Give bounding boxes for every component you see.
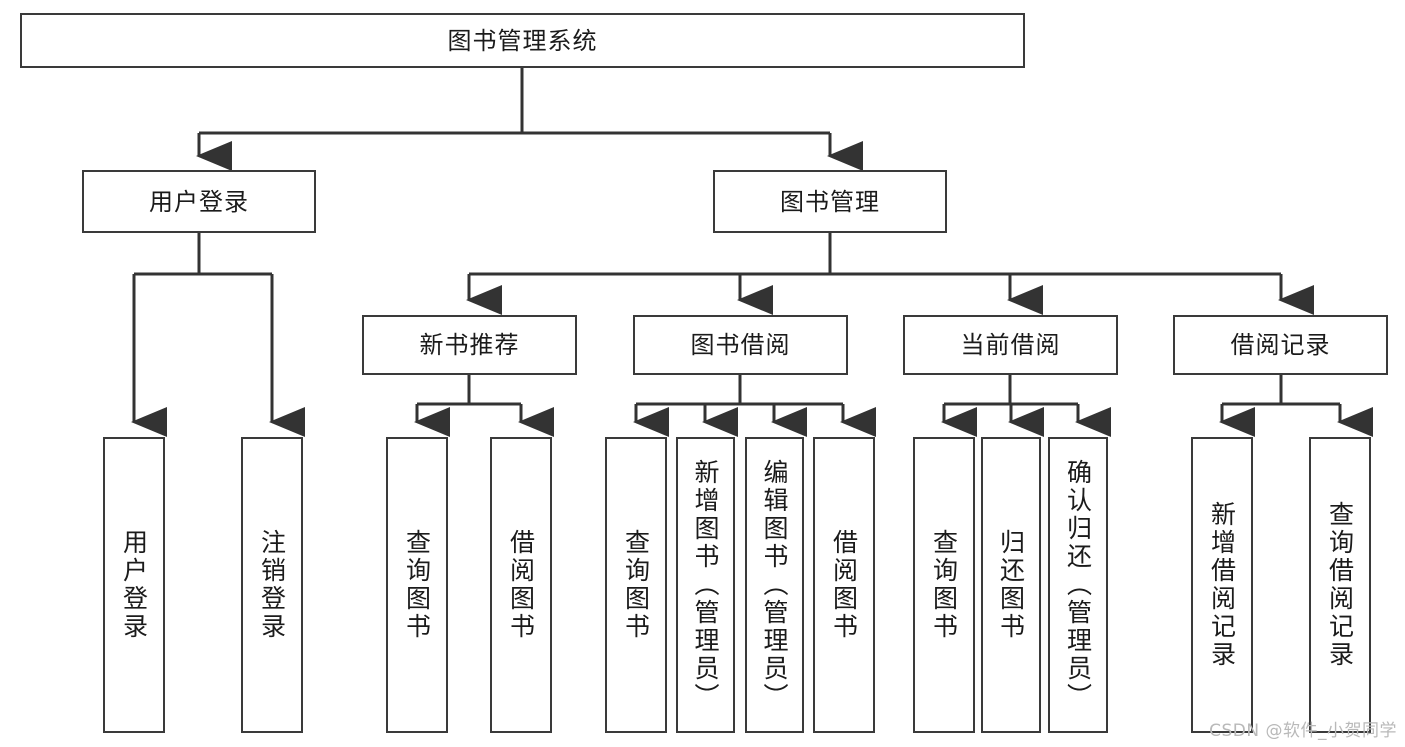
node-leaf-query-book-3[interactable]: 查询图书 <box>913 437 975 733</box>
node-book-management[interactable]: 图书管理 <box>713 170 947 233</box>
node-leaf-query-book-1-label: 查询图书 <box>402 529 432 641</box>
node-current-borrow[interactable]: 当前借阅 <box>903 315 1118 375</box>
node-borrow-record[interactable]: 借阅记录 <box>1173 315 1388 375</box>
node-new-book-recommend[interactable]: 新书推荐 <box>362 315 577 375</box>
node-leaf-borrow-book-1-label: 借阅图书 <box>506 529 536 641</box>
node-leaf-add-book-admin[interactable]: 新增图书（管理员） <box>676 437 735 733</box>
node-current-borrow-label: 当前借阅 <box>960 331 1061 359</box>
node-leaf-add-book-admin-label: 新增图书（管理员） <box>691 459 720 711</box>
node-leaf-return-book-label: 归还图书 <box>996 529 1026 641</box>
node-leaf-query-book-1[interactable]: 查询图书 <box>386 437 448 733</box>
node-leaf-edit-book-admin-label: 编辑图书（管理员） <box>760 459 789 711</box>
node-leaf-edit-book-admin[interactable]: 编辑图书（管理员） <box>745 437 804 733</box>
node-borrow-record-label: 借阅记录 <box>1230 331 1331 359</box>
node-leaf-return-book[interactable]: 归还图书 <box>981 437 1041 733</box>
node-book-borrow-label: 图书借阅 <box>690 331 791 359</box>
node-leaf-confirm-return-admin-label: 确认归还（管理员） <box>1063 459 1093 711</box>
node-leaf-add-borrow-record[interactable]: 新增借阅记录 <box>1191 437 1253 733</box>
node-leaf-query-borrow-record[interactable]: 查询借阅记录 <box>1309 437 1371 733</box>
node-leaf-confirm-return-admin[interactable]: 确认归还（管理员） <box>1048 437 1108 733</box>
node-leaf-borrow-book-2-label: 借阅图书 <box>829 529 859 641</box>
node-user-login-label: 用户登录 <box>149 187 249 216</box>
node-leaf-borrow-book-2[interactable]: 借阅图书 <box>813 437 875 733</box>
node-leaf-logout-login[interactable]: 注销登录 <box>241 437 303 733</box>
node-book-borrow[interactable]: 图书借阅 <box>633 315 848 375</box>
node-leaf-query-book-3-label: 查询图书 <box>929 529 959 641</box>
node-leaf-logout-login-label: 注销登录 <box>257 529 287 641</box>
node-leaf-query-book-2[interactable]: 查询图书 <box>605 437 667 733</box>
node-book-management-label: 图书管理 <box>780 187 880 216</box>
node-leaf-query-borrow-record-label: 查询借阅记录 <box>1325 501 1355 669</box>
node-leaf-user-login-label: 用户登录 <box>119 529 149 641</box>
node-root-label: 图书管理系统 <box>447 26 598 55</box>
node-new-book-recommend-label: 新书推荐 <box>419 331 520 359</box>
node-leaf-user-login[interactable]: 用户登录 <box>103 437 165 733</box>
node-leaf-borrow-book-1[interactable]: 借阅图书 <box>490 437 552 733</box>
node-root[interactable]: 图书管理系统 <box>20 13 1025 68</box>
node-leaf-add-borrow-record-label: 新增借阅记录 <box>1207 501 1237 669</box>
node-leaf-query-book-2-label: 查询图书 <box>621 529 651 641</box>
node-user-login[interactable]: 用户登录 <box>82 170 316 233</box>
csdn-watermark: CSDN @软件_小贺同学 <box>1209 721 1397 741</box>
